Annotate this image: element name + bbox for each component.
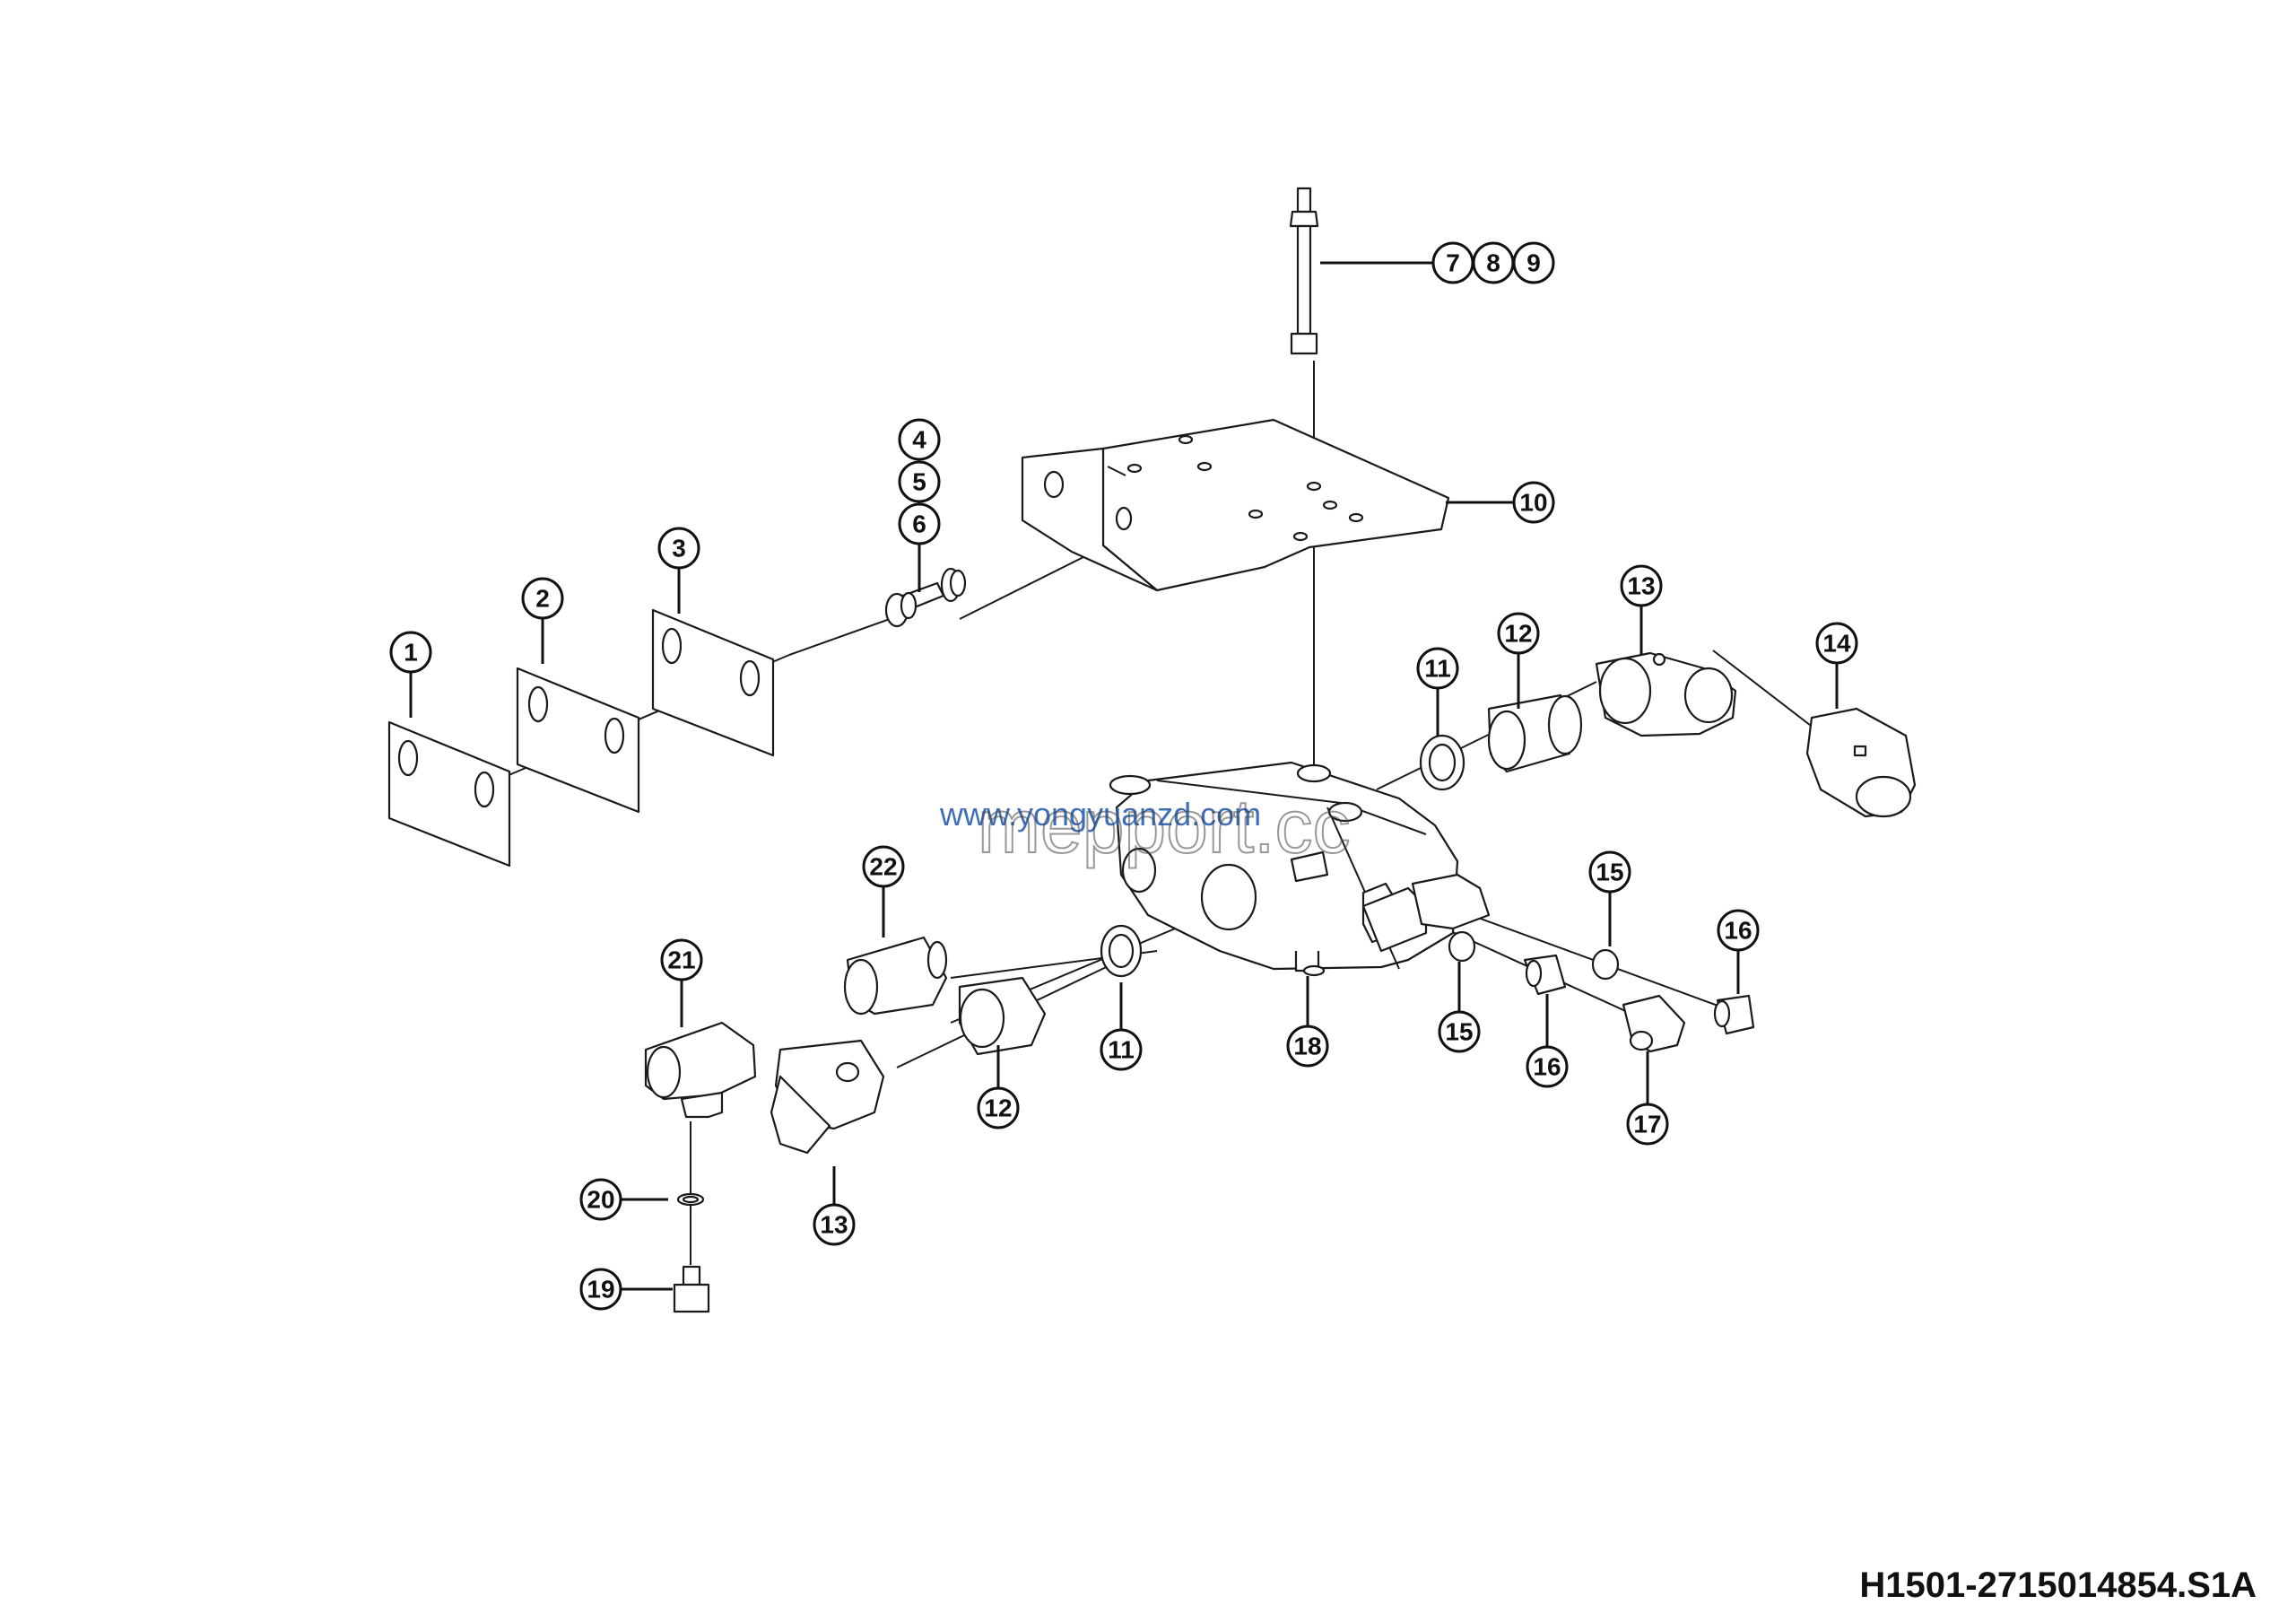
- shim-plate-3: [651, 608, 775, 757]
- callout-label: 13: [820, 1211, 848, 1239]
- callout-label: 5: [912, 468, 926, 496]
- left-lower-fittings: [644, 924, 1143, 1155]
- callout-circle: [898, 502, 941, 545]
- callout-circle: [1626, 1103, 1669, 1146]
- callout-label: 2: [535, 585, 550, 613]
- mounting-bracket: [1021, 418, 1450, 592]
- callout-label: 13: [1627, 572, 1655, 600]
- upper-right-fittings: [1419, 651, 1917, 818]
- callout-circle: [579, 1178, 622, 1221]
- watermark-overlay: mepport.cc: [978, 784, 1351, 868]
- callout-label: 12: [984, 1094, 1012, 1122]
- callout-circle: [1512, 481, 1555, 524]
- callout-circle: [1815, 622, 1858, 665]
- callout-label: 8: [1486, 249, 1500, 277]
- callout-label: 15: [1445, 1018, 1473, 1046]
- shim-plate-2: [516, 667, 640, 814]
- callout-circle: [898, 418, 941, 461]
- callout-label: 4: [912, 426, 926, 454]
- callout-circle: [1526, 1045, 1569, 1088]
- callout-circle: [660, 938, 703, 981]
- callout-circle: [977, 1086, 1020, 1129]
- callout-label: 7: [1446, 249, 1460, 277]
- right-side-fittings: [1361, 873, 1755, 1053]
- callout-circle: [862, 845, 905, 888]
- callout-circle: [898, 460, 941, 503]
- callout-label: 14: [1822, 630, 1851, 658]
- callout-label: 9: [1526, 249, 1541, 277]
- plug-and-seal: [673, 1192, 710, 1313]
- drawing-code: H1501-2715014854.S1A: [1859, 1565, 2257, 1605]
- callout-label: 10: [1519, 489, 1547, 517]
- callout-circle: [1438, 1010, 1481, 1053]
- callout-label: 3: [672, 535, 686, 562]
- callout-circle: [1416, 647, 1459, 690]
- bolt-and-washer-assembly: [884, 567, 967, 628]
- callout-circle: [657, 527, 700, 570]
- stud-bolt: [1289, 187, 1319, 355]
- callout-label: 19: [587, 1276, 614, 1304]
- callout-label: 16: [1533, 1053, 1561, 1081]
- callout-label: 1: [404, 639, 418, 667]
- callout-label: 11: [1424, 655, 1451, 683]
- callout-label: 15: [1596, 859, 1623, 886]
- callout-label: 17: [1633, 1111, 1661, 1138]
- callout-circle: [389, 631, 432, 674]
- callout-label: 12: [1504, 620, 1532, 648]
- callout-circle: [1620, 564, 1663, 607]
- callout-label: 18: [1293, 1033, 1321, 1060]
- callout-label: 16: [1724, 917, 1752, 945]
- callout-label: 20: [587, 1186, 614, 1214]
- callout-circle: [1717, 909, 1760, 952]
- callout-circle: [579, 1268, 622, 1311]
- callout-label: 6: [912, 510, 926, 538]
- callout-label: 21: [667, 946, 695, 974]
- callout-label: 22: [869, 853, 897, 881]
- callout-circle: [1512, 241, 1555, 284]
- callout-circle: [1588, 850, 1631, 894]
- callout-label: 11: [1108, 1036, 1135, 1064]
- shim-plate-1: [387, 720, 511, 868]
- watermark-url: www.yongyuanzd.com: [939, 796, 1261, 833]
- callout-circle: [1100, 1028, 1143, 1071]
- callouts: 1 2 3 4 5 6 7 8 9 10 11 12: [389, 241, 1858, 1311]
- callout-circle: [1286, 1025, 1329, 1068]
- callout-circle: [1497, 612, 1540, 655]
- callout-circle: [521, 577, 564, 620]
- callout-circle: [813, 1203, 856, 1246]
